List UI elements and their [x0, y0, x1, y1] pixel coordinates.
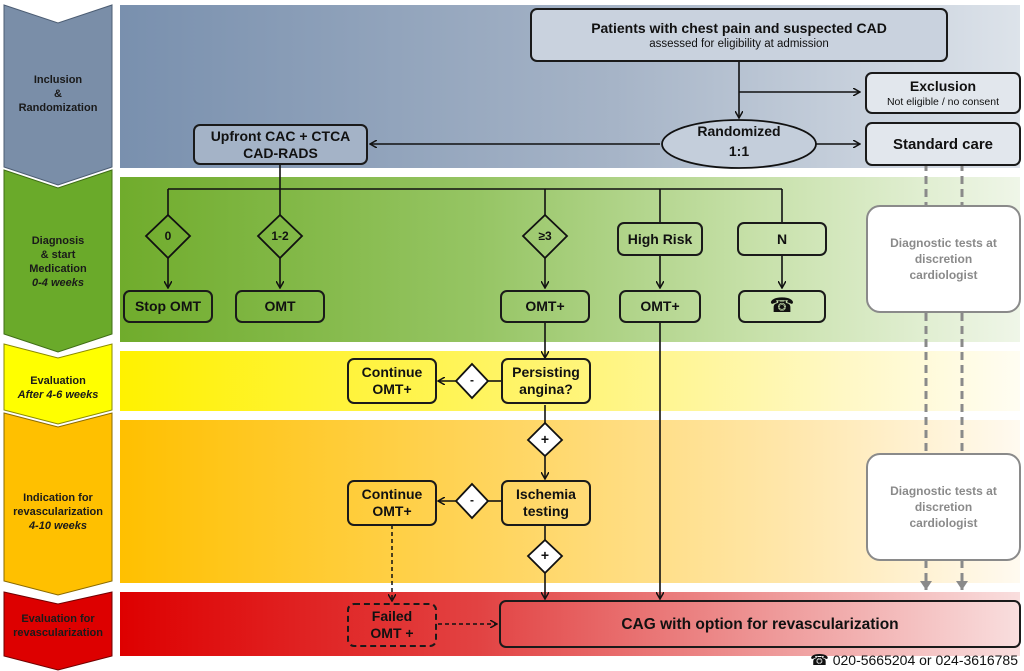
continue-line2: OMT+ — [372, 381, 412, 397]
phase-chevron-inclusion: Inclusion & Randomization — [3, 4, 113, 186]
continue-line1: Continue — [361, 486, 423, 502]
continue-omt-box-1: Continue OMT+ — [347, 358, 437, 404]
contact-footer: ☎ 020-5665204 or 024-3616785 — [810, 651, 1018, 669]
diag-line3: cardiologist — [909, 516, 978, 530]
phase-title: Evaluation for — [21, 613, 95, 625]
exclusion-box: Exclusion Not eligible / no consent — [865, 72, 1021, 114]
phase-title-line3: Randomization — [18, 102, 98, 114]
randomized-line1: Randomized — [697, 123, 781, 139]
phase-subtitle: 0-4 weeks — [32, 277, 84, 289]
patients-box: Patients with chest pain and suspected C… — [530, 8, 948, 62]
patients-title: Patients with chest pain and suspected C… — [591, 19, 887, 36]
phase-title: Inclusion — [33, 74, 83, 86]
phase-title: Evaluation — [30, 375, 86, 387]
diag-line2: discretion — [914, 252, 973, 266]
phase-title-line2: revascularization — [13, 506, 103, 518]
telephone-icon: ☎ — [769, 295, 795, 317]
diag-line3: cardiologist — [909, 268, 978, 282]
omt-label: OMT — [264, 298, 296, 314]
omt-plus-label: OMT+ — [640, 298, 680, 314]
phase-title: Indication for — [23, 492, 93, 504]
failed-omt-box: Failed OMT + — [347, 603, 437, 647]
continue-line1: Continue — [361, 364, 423, 380]
upfront-line1: Upfront CAC + CTCA — [210, 127, 351, 144]
phase-title-line2: & — [54, 88, 62, 100]
ischemia-line2: testing — [523, 503, 569, 519]
exclusion-title: Exclusion — [909, 77, 977, 94]
omt-plus-box-highrisk: OMT+ — [619, 290, 701, 323]
cadrads-3-label: ≥3 — [538, 229, 552, 243]
plus-label-2: + — [540, 547, 550, 563]
continue-omt-box-2: Continue OMT+ — [347, 480, 437, 526]
patients-subtitle: assessed for eligibility at admission — [649, 37, 829, 50]
cadrads-1-2-label: 1-2 — [271, 229, 289, 243]
minus-label-2: - — [470, 493, 474, 507]
phase-chevron-diagnosis: Diagnosis & start Medication 0-4 weeks — [3, 169, 113, 353]
diag-line2: discretion — [914, 500, 973, 514]
ischemia-testing-box: Ischemia testing — [501, 480, 591, 526]
stop-omt-label: Stop OMT — [134, 298, 202, 314]
phase-title-line2: revascularization — [13, 627, 103, 639]
cag-label: CAG with option for revascularization — [621, 615, 899, 633]
upfront-line2: CAD-RADS — [243, 144, 318, 161]
persisting-line1: Persisting — [512, 364, 580, 380]
failed-line2: OMT + — [370, 625, 414, 641]
diagnostic-tests-box-1: Diagnostic tests at discretion cardiolog… — [866, 205, 1021, 313]
persisting-angina-box: Persisting angina? — [501, 358, 591, 404]
omt-plus-box-cadrads3: OMT+ — [500, 290, 590, 323]
phase-chevron-revascularization: Evaluation for revascularization — [3, 591, 113, 671]
omt-plus-label: OMT+ — [525, 298, 565, 314]
standard-care-box: Standard care — [865, 122, 1021, 166]
phase-title-line3: Medication — [29, 263, 87, 275]
diag-line1: Diagnostic tests at — [890, 484, 997, 498]
phase-chevron-indication: Indication for revascularization 4-10 we… — [3, 412, 113, 596]
high-risk-label: High Risk — [627, 230, 693, 247]
randomized-line2: 1:1 — [728, 143, 750, 159]
upfront-ctca-box: Upfront CAC + CTCA CAD-RADS — [193, 124, 368, 165]
phase-band-revascularization — [120, 592, 1020, 656]
telephone-box: ☎ — [738, 290, 826, 323]
ischemia-line1: Ischemia — [516, 486, 576, 502]
phase-subtitle: 4-10 weeks — [28, 520, 88, 532]
continue-line2: OMT+ — [372, 503, 412, 519]
plus-label-1: + — [540, 431, 550, 447]
minus-label-1: - — [470, 373, 474, 387]
phase-title-line2: & start — [40, 249, 76, 261]
phone-numbers: 020-5665204 or 024-3616785 — [832, 652, 1018, 668]
diagnostic-tests-box-2: Diagnostic tests at discretion cardiolog… — [866, 453, 1021, 561]
n-label: N — [776, 230, 788, 247]
diag-line1: Diagnostic tests at — [890, 236, 997, 250]
phase-chevron-evaluation: Evaluation After 4-6 weeks — [3, 343, 113, 425]
persisting-line2: angina? — [519, 381, 573, 397]
standard-care-label: Standard care — [892, 135, 994, 153]
cag-box: CAG with option for revascularization — [499, 600, 1021, 648]
phase-subtitle: After 4-6 weeks — [17, 389, 99, 401]
n-box: N — [737, 222, 827, 256]
cadrads-0-label: 0 — [164, 229, 172, 243]
omt-box: OMT — [235, 290, 325, 323]
telephone-icon: ☎ — [810, 652, 829, 669]
high-risk-box: High Risk — [617, 222, 703, 256]
randomized-label: Randomized 1:1 — [662, 121, 816, 161]
phase-band-evaluation — [120, 351, 1020, 411]
exclusion-subtitle: Not eligible / no consent — [886, 95, 1000, 108]
failed-line1: Failed — [371, 608, 413, 624]
phase-title: Diagnosis — [31, 235, 85, 247]
stop-omt-box: Stop OMT — [123, 290, 213, 323]
